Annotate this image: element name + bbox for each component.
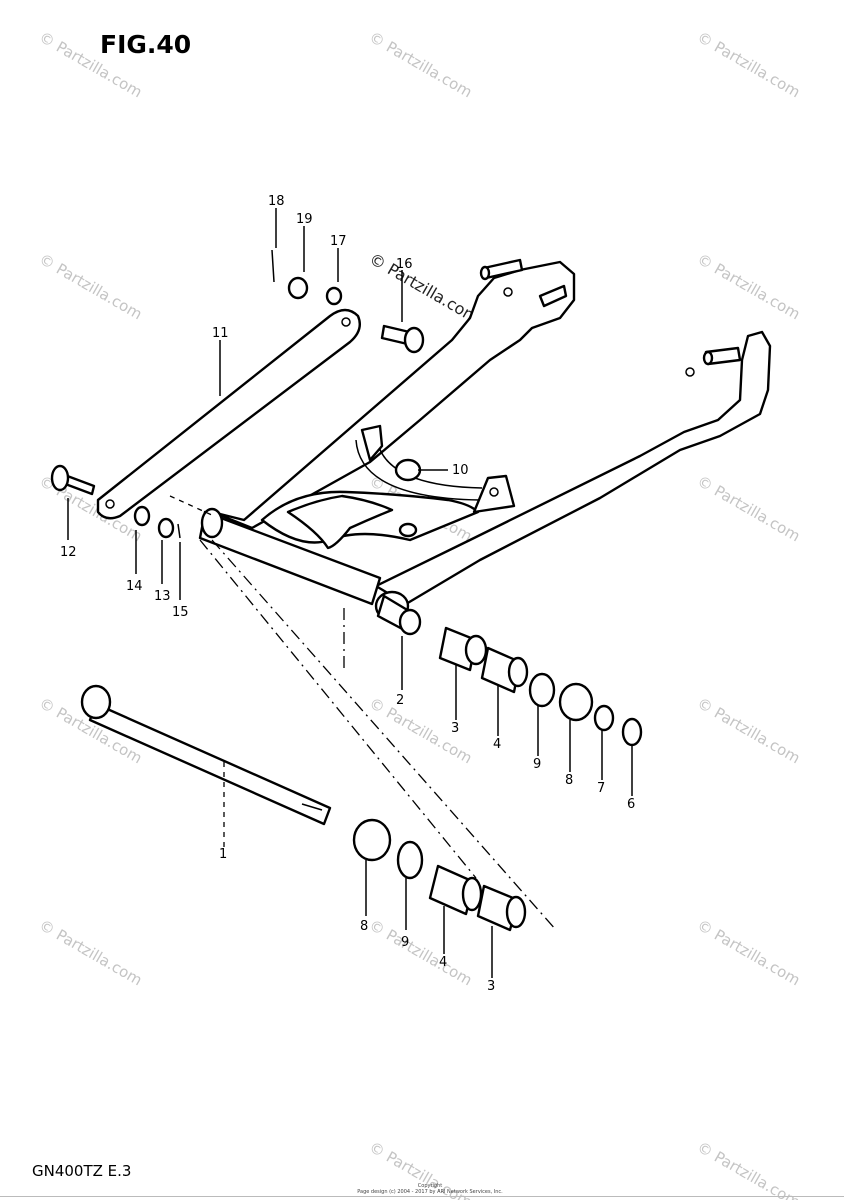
watermark: © Partzilla.com [36,28,145,101]
callout-3-lower: 3 [487,979,495,994]
nut-17 [325,286,343,306]
reinforcing-strap [355,439,481,501]
swingarm-right-arm [374,330,772,606]
right-end-stud-head [702,350,714,366]
callout-12: 12 [60,545,77,560]
callout-7: 7 [597,781,605,796]
watermark: © Partzilla.com [366,916,475,989]
callout-8-lower: 8 [360,919,368,934]
lower-bushing-stack [352,818,527,932]
callout-10: 10 [452,463,469,478]
pivot-shaft [80,684,332,826]
figure-title: FIG.40 [100,30,192,59]
callout-15: 15 [172,605,189,620]
washer-14 [133,505,151,527]
washer-7 [593,704,615,732]
torque-link-hole-top [341,317,351,327]
end-hole [685,367,695,377]
pivot-tube-end-left [200,507,224,539]
pivot-shaft-stub-end [398,608,422,636]
bolt-12-head [50,464,70,492]
torque-link [96,308,361,520]
pivot-shaft-body [88,702,332,826]
watermark: © Partzilla.com [694,916,803,989]
callout-14: 14 [126,579,143,594]
watermark: © Partzilla.com [36,916,145,989]
callout-19: 19 [296,212,313,227]
swingarm-pivot-tube [198,510,382,606]
cotter-pin-18 [271,249,275,283]
callout-leaders [67,208,633,978]
callout-13: 13 [154,589,171,604]
pivot-shaft-thread [301,803,323,811]
callout-9-lower: 9 [401,935,409,950]
spacer-10 [394,458,422,482]
pivot-shaft-head [80,684,112,720]
small-washer [398,522,418,538]
seal-8-right [558,682,594,722]
axle-slot-left [538,284,568,308]
torque-link-hole-bottom [105,499,115,509]
torque-bracket [472,474,516,514]
strap-bracket [360,424,384,462]
washer-9-right [528,672,556,708]
seal-8-lower [352,818,392,862]
small-hardware [133,249,422,539]
watermark: © Partzilla.com [694,694,803,767]
callout-8: 8 [565,773,573,788]
callout-1: 1 [219,847,227,862]
callout-9: 9 [533,757,541,772]
watermark: © Partzilla.com [694,472,803,545]
watermark-group: © Partzilla.com © Partzilla.com © Partzi… [36,28,803,1200]
watermark: © Partzilla.com [694,28,803,101]
callout-11: 11 [212,326,229,341]
callout-2: 2 [396,693,404,708]
callout-4-lower: 4 [439,955,447,970]
callout-18: 18 [268,194,285,209]
callout-labels: 18 19 17 16 11 10 12 14 13 15 2 3 4 9 8 … [60,194,635,994]
bottom-rule [0,1196,844,1197]
callout-17: 17 [330,234,347,249]
model-code: GN400TZ E.3 [32,1162,132,1180]
copyright-line-2: Page design (c) 2004 - 2017 by ARI Netwo… [357,1189,503,1195]
washer-9-lower [396,840,424,880]
nut-19 [287,276,309,300]
torque-link-bar [96,308,361,520]
callout-6: 6 [627,797,635,812]
right-bushing-stack [438,626,643,747]
cross-brace-hole [286,494,394,550]
nut-6 [621,717,643,747]
leader-lines [169,495,557,931]
cotter-pin-15 [177,523,181,539]
swingarm [198,258,772,636]
copyright-notice: Copyright Page design (c) 2004 - 2017 by… [300,1183,560,1195]
copyright-line-1: Copyright [417,1183,443,1189]
watermark-overlay: © Partzilla.com [366,249,482,327]
callout-4: 4 [493,737,501,752]
bolt-12 [50,464,96,496]
watermark: © Partzilla.com [36,250,145,323]
bushing-3-right [438,626,478,672]
watermark: © Partzilla.com [366,28,475,101]
bolt-16-head [403,326,425,354]
callout-16: 16 [396,257,413,272]
swingarm-left-arm [210,260,576,530]
watermark: © Partzilla.com [694,1138,803,1200]
watermark: © Partzilla.com [694,250,803,323]
end-hole [503,287,513,297]
bracket-hole [489,487,499,497]
left-end-stud-head [479,265,491,281]
nut-13 [157,517,175,539]
callout-3: 3 [451,721,459,736]
bolt-16 [380,324,425,354]
